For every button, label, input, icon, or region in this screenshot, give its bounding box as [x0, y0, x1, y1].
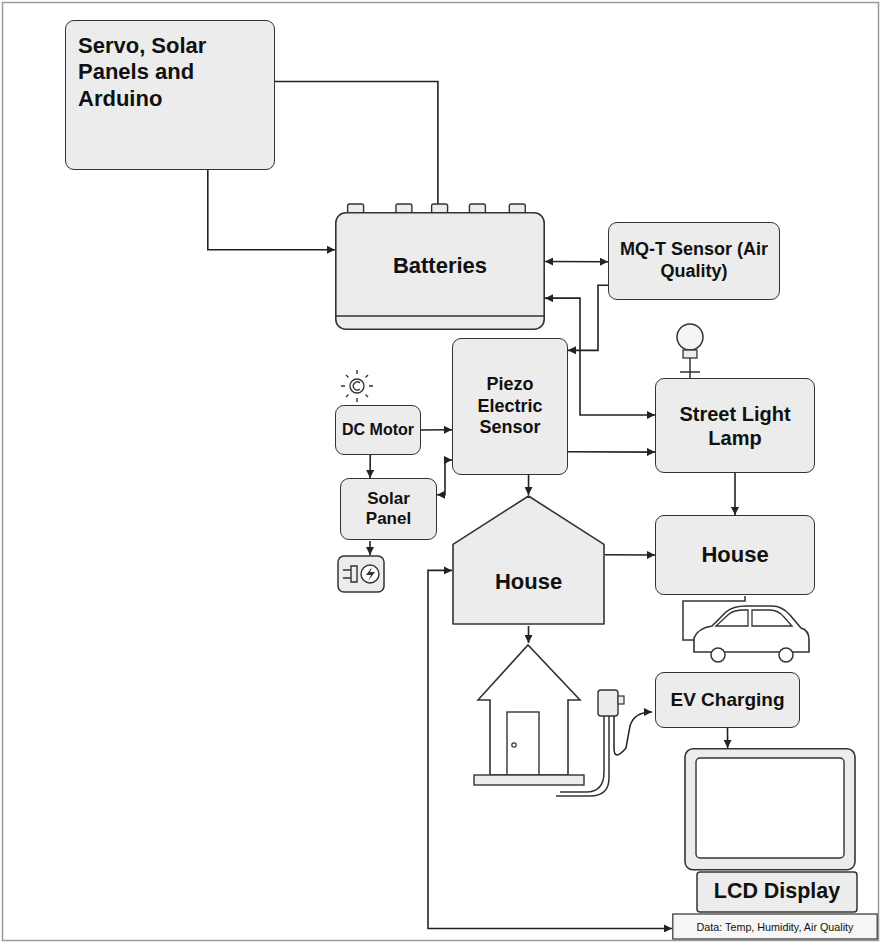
connector-arrow [528, 475, 530, 495]
charger-nozzle [618, 696, 624, 704]
node-label: Batteries [393, 253, 487, 279]
node-label: Solar Panel [345, 489, 432, 530]
battery-terminal [396, 204, 412, 213]
house-outline [453, 496, 604, 624]
sun-symbol [341, 370, 373, 402]
house-outline [478, 645, 580, 775]
arrow-line [528, 626, 530, 643]
process-box: Street Light Lamp [655, 378, 815, 473]
node-content: House [452, 495, 605, 625]
connector-arrow [727, 728, 729, 748]
charger-icon [556, 690, 652, 796]
bulb-base [683, 350, 697, 358]
node-content: LCD DisplayData: Temp, Humidity, Air Qua… [672, 748, 878, 940]
process-box: Servo, Solar Panels and Arduino [65, 20, 275, 170]
node-label: Piezo Electric Sensor [459, 374, 561, 439]
data-note: Data: Temp, Humidity, Air Quality [672, 914, 878, 940]
node-label: EV Charging [670, 689, 784, 712]
battery-terminal [509, 204, 525, 213]
power-circle [361, 565, 379, 583]
battery-terminal [469, 204, 485, 213]
node-content: Piezo Electric Sensor [453, 339, 567, 474]
node-label: Servo, Solar Panels and Arduino [78, 33, 262, 112]
sun-rays [341, 370, 373, 402]
node-content: DC Motor [336, 406, 420, 454]
bulb-glass [677, 324, 703, 350]
outer-frame [3, 3, 879, 941]
battery-terminal [432, 204, 448, 213]
sensor-box: MQ-T Sensor (Air Quality) [608, 222, 780, 300]
car-wheel [711, 648, 725, 662]
door-knob [512, 743, 516, 747]
house-shape-outline [452, 495, 605, 625]
plug-icon [338, 556, 384, 592]
connector-arrow [369, 455, 371, 478]
plug-frame [338, 556, 384, 592]
house-shape: House [452, 495, 605, 625]
connector-group [208, 82, 735, 929]
connector-arrow [421, 429, 452, 431]
charger-cable [556, 716, 609, 796]
node-content: Servo, Solar Panels and Arduino [66, 21, 274, 169]
car-body [694, 606, 809, 652]
house-base [474, 775, 584, 785]
charger-cable-arrow [614, 712, 652, 755]
bulb-post [680, 358, 700, 378]
connector-arrow [605, 554, 655, 556]
node-label: Street Light Lamp [664, 402, 806, 450]
process-box: DC Motor [335, 405, 421, 455]
battery-block: Batteries [335, 212, 545, 330]
battery-band [336, 315, 544, 316]
node-label: House [701, 542, 768, 568]
house-door [507, 712, 539, 775]
node-label: MQ-T Sensor (Air Quality) [616, 239, 772, 282]
car-windows [716, 610, 792, 626]
battery-terminal [348, 204, 364, 213]
sun-mark [353, 382, 360, 390]
battery-body [336, 213, 544, 329]
connector-arrow [208, 170, 335, 250]
lcd-display: LCD DisplayData: Temp, Humidity, Air Qua… [672, 748, 878, 940]
arrow-line [369, 541, 371, 555]
node-label: House [495, 569, 562, 595]
connector-arrow [568, 285, 608, 350]
connector-arrow [437, 460, 452, 495]
node-content: Solar Panel [341, 479, 436, 539]
connector-arrow [545, 261, 608, 263]
monitor-base [697, 872, 857, 912]
node-label: LCD Display [697, 872, 857, 912]
node-content: Street Light Lamp [656, 379, 814, 472]
sensor-box: Piezo Electric Sensor [452, 338, 568, 475]
node-content: House [656, 516, 814, 594]
charger-box [598, 690, 618, 716]
house-icon [474, 645, 584, 785]
process-box: Solar Panel [340, 478, 437, 540]
monitor-frame [685, 749, 855, 870]
lightning-bolt [366, 567, 375, 581]
node-content: MQ-T Sensor (Air Quality) [609, 223, 779, 299]
plug-prongs [343, 566, 357, 582]
charger-cable [560, 716, 604, 792]
car-icon [694, 606, 809, 662]
process-box: House [655, 515, 815, 595]
process-box: EV Charging [655, 672, 800, 728]
connector-arrow [568, 451, 655, 453]
connector-arrow [275, 82, 438, 213]
node-content: EV Charging [656, 673, 799, 727]
node-content: Batteries [335, 212, 545, 330]
car-wheel [779, 648, 793, 662]
lcd-display-outline [672, 748, 878, 940]
sun-disc [350, 379, 364, 393]
connector-arrow [734, 473, 736, 515]
monitor-screen [696, 758, 844, 858]
lamp-bulb [677, 324, 703, 378]
data-strip [673, 914, 877, 939]
node-label: DC Motor [342, 420, 414, 439]
